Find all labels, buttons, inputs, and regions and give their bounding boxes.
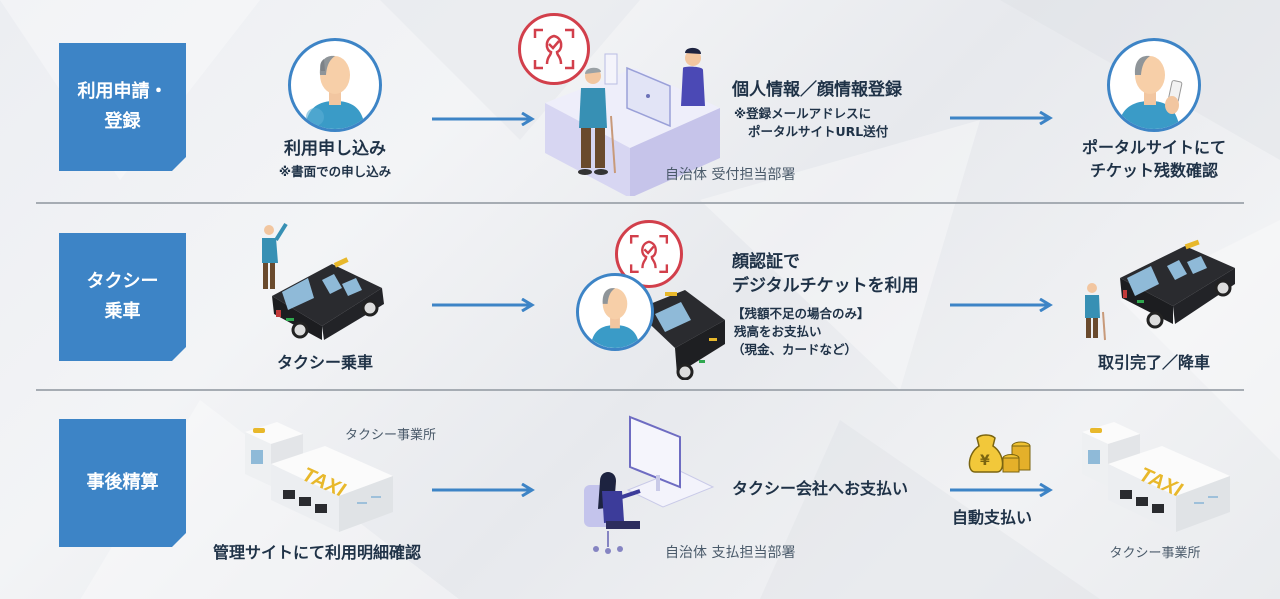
category-label-line: 登録: [104, 111, 141, 132]
step-title-line: チケット残数確認: [1089, 161, 1218, 180]
step-caption: 自治体 支払担当部署: [665, 545, 796, 561]
arrow-right-icon: [432, 483, 535, 497]
yen-money-bag-icon: ¥: [968, 434, 1031, 473]
arrow-right-icon: [432, 112, 535, 126]
step-title: 管理サイトにて利用明細確認: [213, 543, 422, 562]
yen-symbol: ¥: [980, 453, 990, 469]
office-caption: タクシー事業所: [1109, 546, 1201, 561]
hailing-taxi-icon: [262, 222, 384, 340]
step-title-line: 顔認証で: [732, 252, 800, 272]
category-label-line: 乗車: [104, 301, 141, 322]
step-title-line: ポータルサイトにて: [1081, 138, 1226, 157]
taxi-office-building-icon: TAXI: [1082, 422, 1230, 532]
elderly-man-avatar-icon: [576, 273, 654, 351]
taxi-office-building-icon: TAXI: [245, 422, 393, 532]
step-title: タクシー乗車: [276, 353, 373, 372]
office-worker-computer-icon: [584, 415, 715, 554]
face-authentication-taxi-icon: [635, 290, 725, 380]
step-note-line: （現金、カードなど）: [732, 342, 858, 357]
row-divider-2: [36, 389, 1244, 391]
step-title: タクシー会社へお支払い: [732, 479, 909, 498]
step-caption: 自治体 受付担当部署: [665, 167, 796, 183]
alighting-taxi-icon: [1085, 239, 1235, 341]
step-title-line: デジタルチケットを利用: [732, 276, 919, 296]
row-divider-1: [36, 202, 1244, 204]
office-caption: タクシー事業所: [345, 428, 437, 443]
category-label-line: タクシー: [86, 271, 159, 292]
category-label-line: 利用申請・: [77, 81, 168, 102]
step-note-line: ポータルサイトURL送付: [748, 124, 889, 139]
step-note-line: 残高をお支払い: [734, 324, 822, 339]
reception-desk-face-registration-icon: [545, 47, 720, 196]
arrow-right-icon: [950, 483, 1053, 497]
arrow-right-icon: [950, 111, 1053, 125]
category-taxi-ride: タクシー 乗車: [59, 233, 186, 361]
face-authentication-icon: [518, 13, 590, 85]
arrow-right-icon: [950, 298, 1053, 312]
step-note-line: 【残額不足の場合のみ】: [732, 306, 870, 321]
step-note: ※書面での申し込み: [278, 164, 392, 179]
arrow-right-icon: [432, 298, 535, 312]
step-title: 取引完了／降車: [1097, 353, 1210, 372]
face-authentication-icon: [615, 220, 683, 288]
step-title: 個人情報／顔情報登録: [732, 80, 902, 100]
elderly-man-avatar-icon: [288, 38, 382, 132]
step-note-line: ※登録メールアドレスに: [734, 106, 872, 121]
step-title: 利用申し込み: [284, 139, 386, 159]
category-label-line: 事後精算: [86, 472, 159, 493]
transfer-label: 自動支払い: [952, 508, 1033, 527]
man-with-smartphone-avatar-icon: [1107, 38, 1201, 132]
category-settlement: 事後精算: [59, 419, 186, 547]
category-registration: 利用申請・ 登録: [59, 43, 186, 171]
